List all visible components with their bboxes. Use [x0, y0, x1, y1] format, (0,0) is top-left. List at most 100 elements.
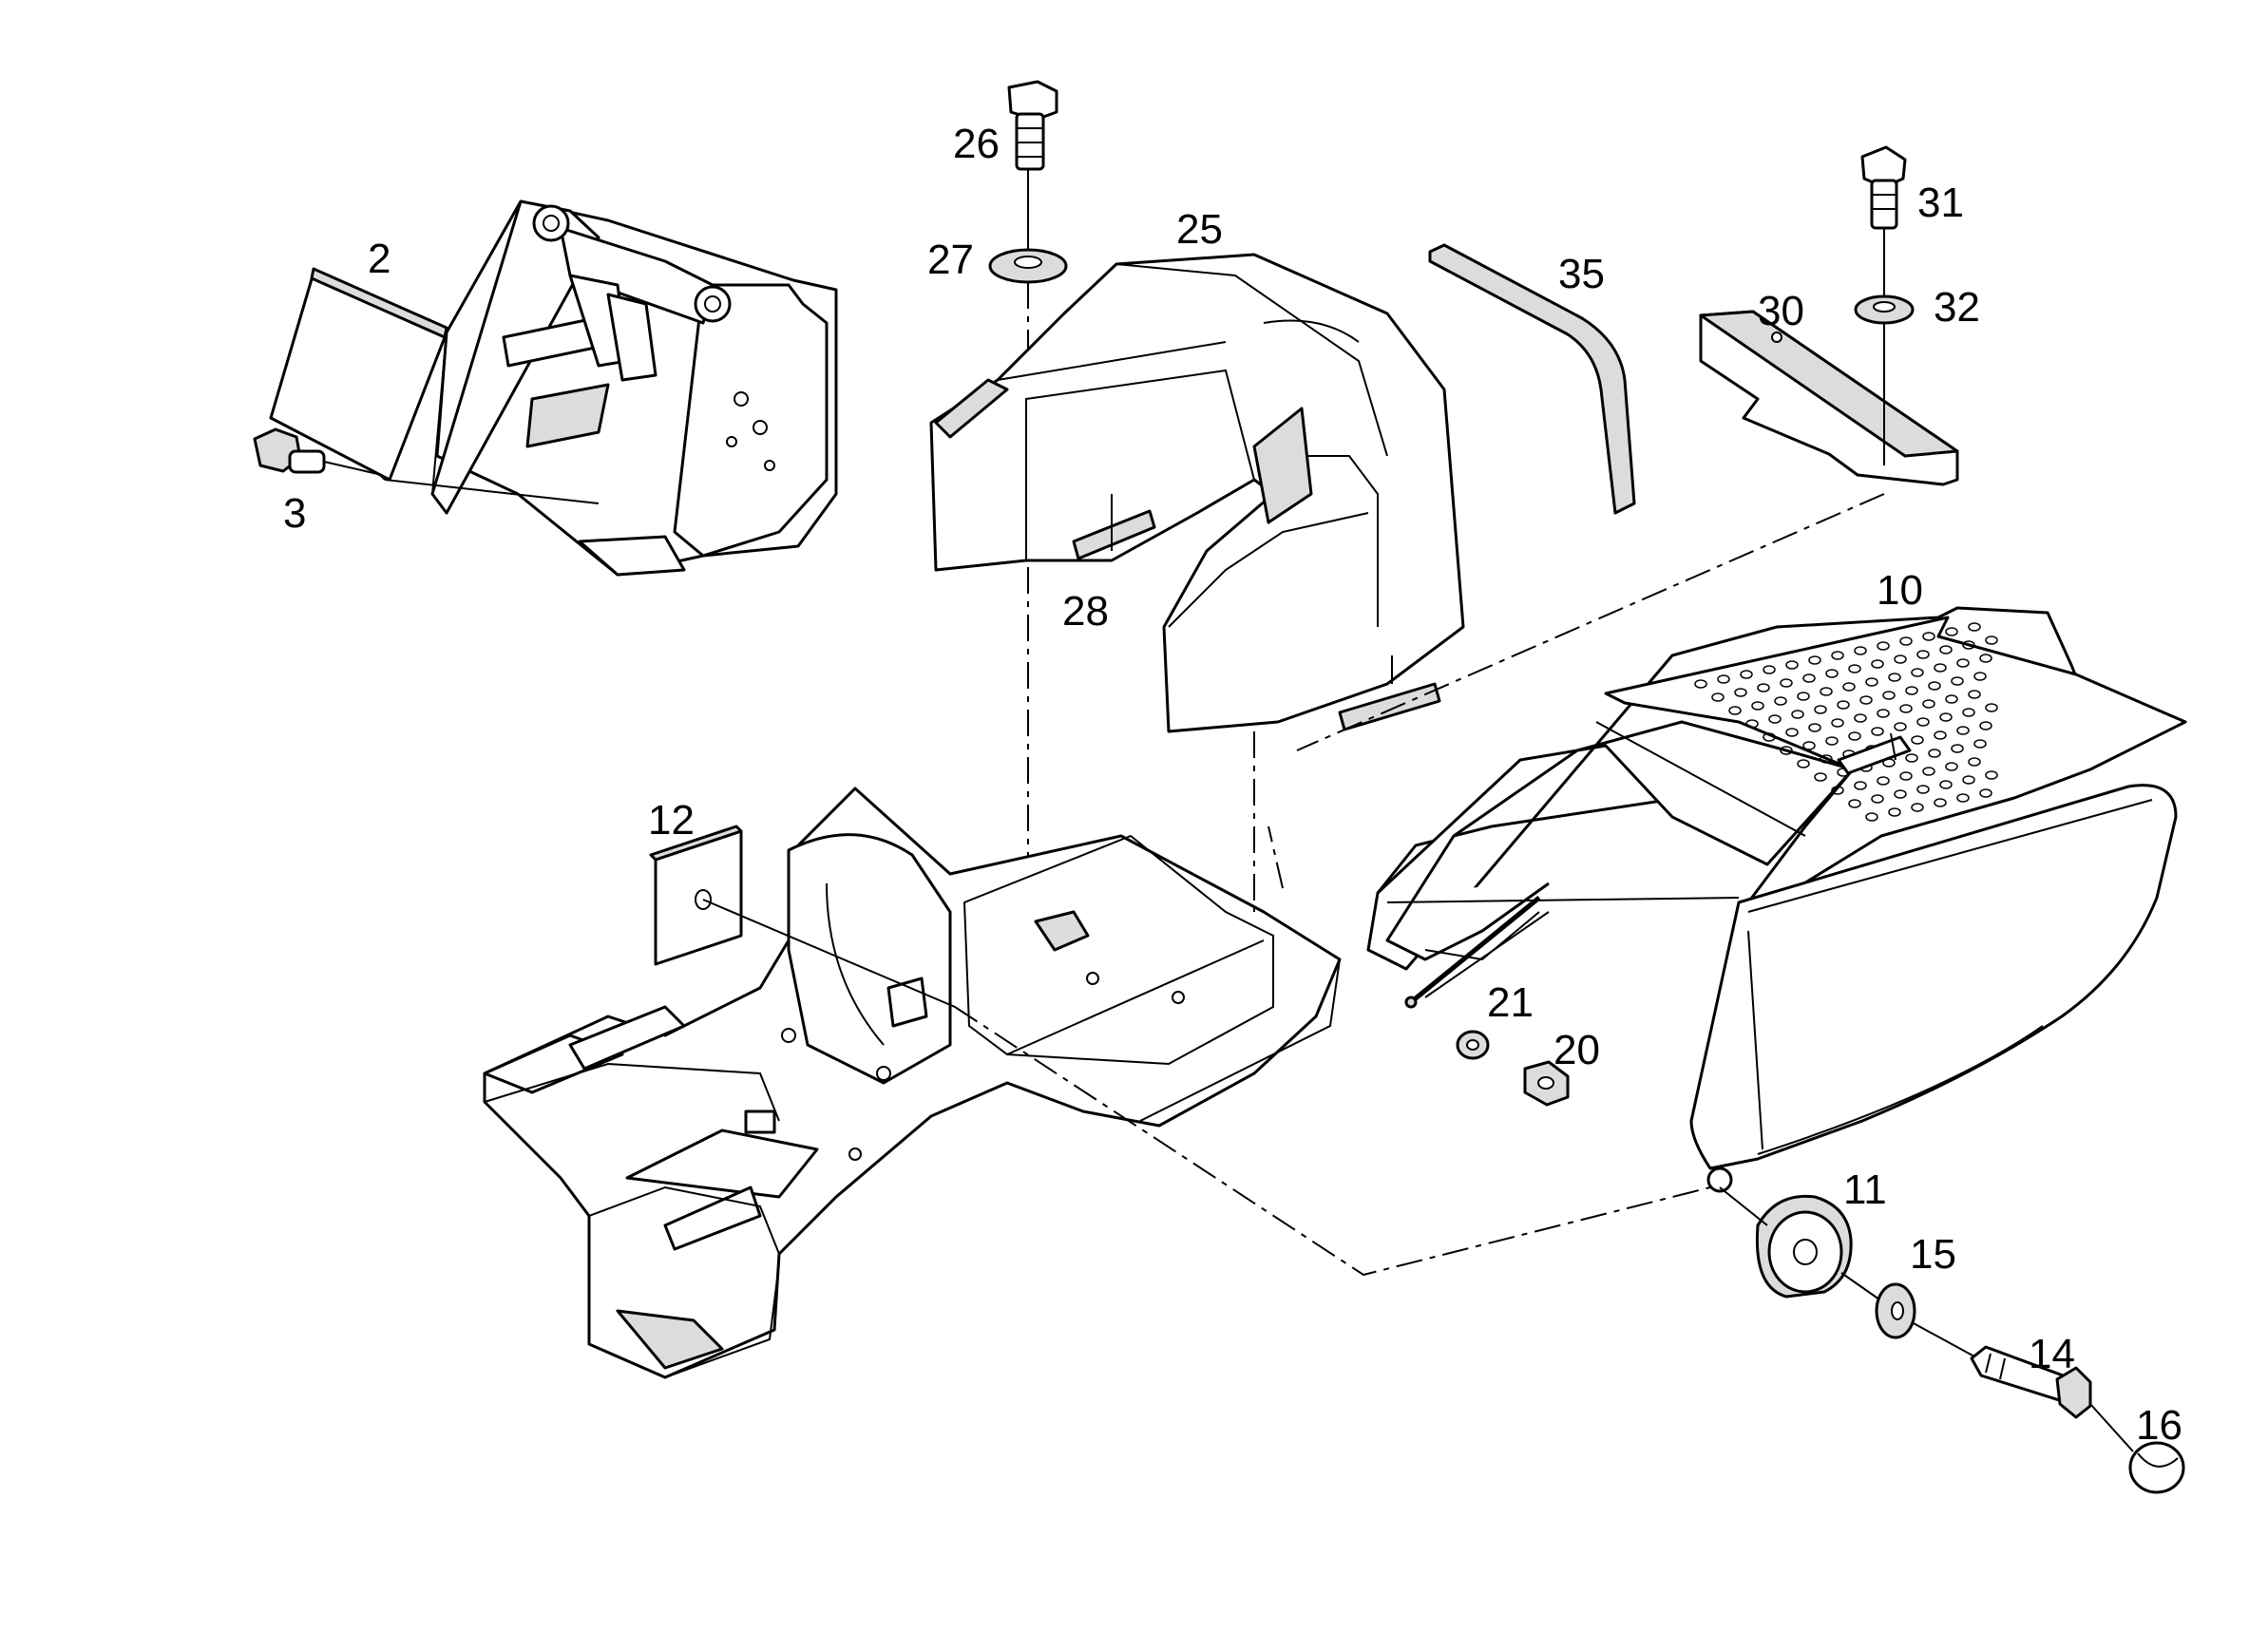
perforation-hole — [1939, 712, 1953, 722]
perforation-hole — [1791, 710, 1804, 719]
perforation-hole — [1985, 703, 1998, 712]
label-part-20: 20 — [1553, 1027, 1600, 1073]
perforation-hole — [1928, 749, 1941, 758]
perforation-hole — [1922, 767, 1935, 776]
perforation-hole — [1854, 781, 1867, 790]
perforation-hole — [1968, 622, 1981, 632]
perforation-hole — [1979, 721, 1992, 730]
perforation-hole — [1916, 717, 1930, 727]
perforation-hole — [1842, 682, 1856, 692]
perforation-hole — [1825, 736, 1839, 746]
perforation-hole — [1814, 705, 1827, 714]
perforation-hole — [1968, 757, 1981, 767]
part-10-latch — [1837, 732, 1912, 775]
perforation-hole — [1814, 772, 1827, 782]
perforation-hole — [1848, 731, 1861, 741]
perforation-hole — [1717, 674, 1730, 684]
perforation-hole — [1865, 812, 1878, 822]
perforation-hole — [1899, 636, 1913, 646]
perforation-hole — [1962, 640, 1975, 650]
perforation-hole — [1911, 668, 1924, 677]
perforation-hole — [1740, 670, 1753, 679]
perforation-hole — [1979, 654, 1992, 663]
perforation-hole — [1973, 672, 1987, 681]
perforation-hole — [1780, 746, 1793, 755]
perforation-hole — [1911, 803, 1924, 812]
perforation-hole — [1871, 794, 1884, 804]
label-part-10: 10 — [1877, 567, 1923, 614]
leader-mount-stack-1 — [1719, 1186, 1768, 1226]
label-part-15: 15 — [1910, 1231, 1956, 1278]
perforation-hole — [1973, 739, 1987, 749]
perforation-hole — [1871, 659, 1884, 669]
leader-mount-stack-3 — [1911, 1321, 1975, 1357]
perforation-hole — [1728, 706, 1742, 715]
label-part-27: 27 — [927, 237, 974, 283]
label-part-21: 21 — [1487, 979, 1534, 1026]
axis-30-to-frame — [1296, 493, 1885, 751]
perforation-hole — [1854, 646, 1867, 655]
perforation-hole — [1757, 683, 1770, 692]
label-part-16: 16 — [2136, 1402, 2182, 1449]
perforation-hole — [1802, 741, 1816, 750]
perforation-hole — [1831, 718, 1844, 728]
perforation-hole — [1945, 762, 1958, 771]
leader-mount-stack-4 — [2089, 1403, 2134, 1452]
perforation-hole — [1916, 785, 1930, 794]
perforation-hole — [1951, 676, 1964, 686]
perforation-hole — [1734, 688, 1747, 697]
label-part-26: 26 — [953, 121, 1000, 167]
perforation-hole — [1922, 699, 1935, 709]
part-28-strip-left — [1072, 509, 1156, 560]
perforation-hole — [1848, 664, 1861, 673]
label-part-32: 32 — [1934, 284, 1980, 331]
perforation-hole — [1934, 798, 1947, 807]
perforation-hole — [1899, 704, 1913, 713]
part-20-nut — [1523, 1060, 1570, 1107]
part-26-bolt — [1007, 80, 1058, 171]
leader-mount-stack-2 — [1840, 1272, 1880, 1300]
perforation-hole — [1711, 692, 1725, 702]
perforation-hole — [1865, 677, 1878, 687]
perforation-hole — [1774, 696, 1787, 706]
perforation-hole — [1763, 665, 1776, 674]
perforation-hole — [1985, 770, 1998, 780]
perforation-hole — [1831, 786, 1844, 795]
perforation-hole — [1922, 632, 1935, 641]
perforation-hole — [1854, 713, 1867, 723]
perforation-hole — [1745, 719, 1759, 729]
main-frame — [483, 787, 1342, 1379]
perforation-hole — [1951, 744, 1964, 753]
perforation-hole — [1785, 728, 1799, 737]
part-30-bracket — [1699, 310, 1959, 486]
perforation-hole — [1894, 654, 1907, 664]
part-35-seal — [1428, 243, 1636, 515]
label-part-25: 25 — [1176, 206, 1223, 253]
perforation-hole — [1837, 700, 1850, 710]
perforation-hole — [1694, 679, 1707, 689]
perforation-hole — [1894, 789, 1907, 799]
perforation-hole — [1945, 694, 1958, 704]
perforation-hole — [1831, 651, 1844, 660]
perforation-hole — [1802, 673, 1816, 683]
perforation-hole — [1859, 695, 1873, 705]
perforation-hole — [1934, 730, 1947, 740]
perforation-hole — [1956, 658, 1970, 668]
part-32-washer — [1854, 294, 1915, 325]
perforation-hole — [1808, 655, 1821, 665]
perforation-hole — [1820, 754, 1833, 764]
perforation-hole — [1797, 692, 1810, 701]
perforation-hole — [1768, 714, 1782, 724]
part-14-bolt — [1970, 1345, 2092, 1419]
label-part-14: 14 — [2029, 1331, 2075, 1377]
perforation-hole — [1916, 650, 1930, 659]
perforation-hole — [1939, 645, 1953, 654]
perforation-hole — [1934, 663, 1947, 673]
part-3-bolt — [253, 427, 383, 476]
label-part-2: 2 — [368, 236, 391, 282]
perforation-hole — [1808, 723, 1821, 732]
perforation-hole — [1905, 753, 1918, 763]
part-27-washer — [988, 248, 1068, 284]
perforation-hole — [1962, 775, 1975, 785]
